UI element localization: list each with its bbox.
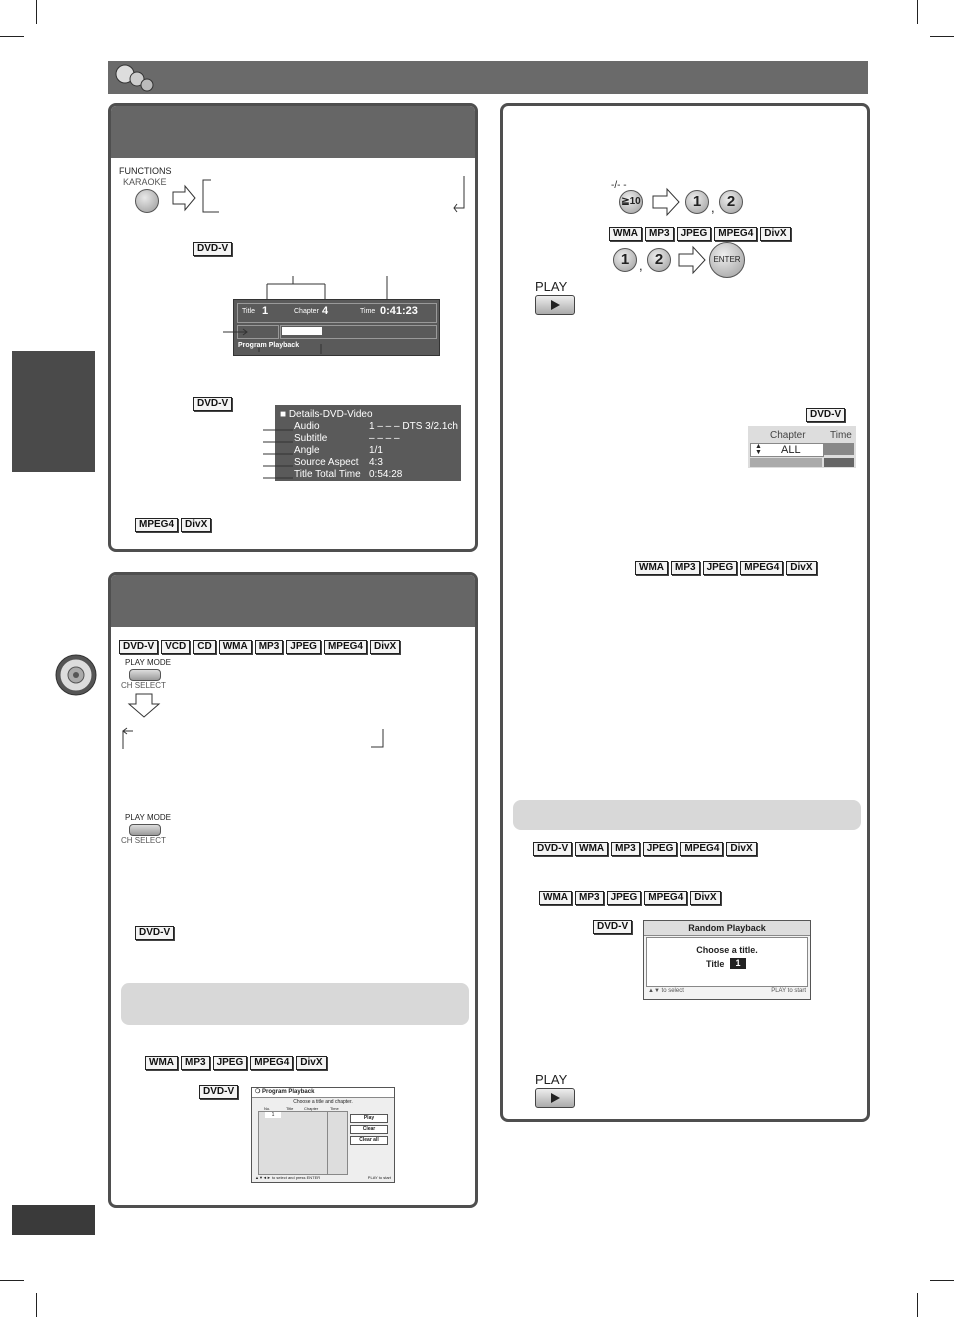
detail-value-total-time: 0:54:28 xyxy=(369,469,403,480)
crop-mark xyxy=(917,1293,918,1317)
number-1-button[interactable]: 1 xyxy=(613,248,637,272)
number-2-button[interactable]: 2 xyxy=(719,190,743,214)
format-tag-dvdv: DVD-V xyxy=(593,920,633,934)
detail-label-audio: Audio xyxy=(294,421,320,432)
crop-mark xyxy=(0,36,24,37)
crop-mark xyxy=(36,1293,37,1317)
page-number-tab xyxy=(12,1205,95,1235)
arrow-right-icon xyxy=(172,184,196,212)
cycle-bracket xyxy=(202,176,465,213)
format-tag-dvdv: DVD-V xyxy=(199,1085,239,1099)
detail-value-aspect: 4:3 xyxy=(369,457,383,468)
chapter-value-field[interactable]: ▲ ▼ ALL xyxy=(750,443,824,457)
ch-select-label: CH SELECT xyxy=(121,681,166,690)
program-clear-button[interactable]: Clear xyxy=(350,1125,388,1134)
functions-button[interactable] xyxy=(135,189,159,213)
format-tag-dvdv: DVD-V xyxy=(193,242,233,256)
crop-mark xyxy=(930,36,954,37)
crop-mark xyxy=(917,0,918,24)
ten-plus-button[interactable]: ≧10 xyxy=(619,190,643,214)
play-mode-label: PLAY MODE xyxy=(125,658,171,667)
osd-details: ■ Details-DVD-Video Audio Subtitle Angle… xyxy=(275,405,461,481)
play-mode-button[interactable] xyxy=(129,669,161,681)
cycle-bracket xyxy=(122,727,384,749)
arrow-right-icon xyxy=(652,187,680,217)
detail-value-audio: 1 – – – DTS 3/2.1ch xyxy=(369,421,458,432)
enter-button[interactable]: ENTER xyxy=(709,242,745,278)
play-button[interactable]: PLAY xyxy=(535,280,575,315)
bubbles-icon xyxy=(115,64,154,92)
detail-label-aspect: Source Aspect xyxy=(294,457,359,468)
program-list[interactable]: 1 xyxy=(258,1111,348,1175)
callout-lines xyxy=(263,429,293,479)
detail-label-subtitle: Subtitle xyxy=(294,433,328,444)
random-title-field[interactable]: 1 xyxy=(730,958,746,969)
detail-value-angle: 1/1 xyxy=(369,445,383,456)
format-tag-dvdv: DVD-V xyxy=(806,408,846,422)
program-play-button[interactable]: Play xyxy=(350,1114,388,1123)
program-clear-all-button[interactable]: Clear all xyxy=(350,1136,388,1145)
play-icon xyxy=(535,1088,575,1108)
format-tag-dvdv: DVD-V xyxy=(135,926,175,940)
play-mode-button[interactable] xyxy=(129,824,161,836)
detail-label-angle: Angle xyxy=(294,445,320,456)
crop-mark xyxy=(36,0,37,24)
play-mode-label: PLAY MODE xyxy=(125,813,171,822)
play-icon xyxy=(535,295,575,315)
panel-header xyxy=(111,106,475,158)
crop-mark xyxy=(0,1280,24,1281)
detail-label-total-time: Title Total Time xyxy=(294,469,361,480)
tenkey-label: -/- - xyxy=(611,180,627,191)
callout-lines xyxy=(223,328,322,354)
random-playback-screen: Random Playback Choose a title. Title 1 … xyxy=(643,920,811,1000)
karaoke-label: KARAOKE xyxy=(123,177,167,187)
functions-label: FUNCTIONS xyxy=(119,166,172,176)
random-section-header xyxy=(513,800,861,830)
disc-icon xyxy=(55,654,97,696)
panel-header xyxy=(111,575,475,627)
ch-select-label: CH SELECT xyxy=(121,836,166,845)
detail-value-subtitle: – – – – xyxy=(369,433,400,444)
side-tab xyxy=(12,351,95,472)
number-1-button[interactable]: 1 xyxy=(685,190,709,214)
arrow-right-icon xyxy=(678,245,706,275)
number-2-button[interactable]: 2 xyxy=(647,248,671,272)
crop-mark xyxy=(930,1280,954,1281)
page-header-bar xyxy=(108,61,868,94)
osd-status-bar: Title 1 Chapter 4 Time 0:41:23 Program P… xyxy=(233,299,440,356)
chapter-select-screen: Chapter Time ▲ ▼ ALL xyxy=(748,426,856,468)
arrow-down-icon xyxy=(127,693,161,718)
play-button[interactable]: PLAY xyxy=(535,1073,575,1108)
format-tag-dvdv: DVD-V xyxy=(193,397,233,411)
note-box xyxy=(121,983,469,1025)
program-playback-screen: ❍ Program Playback Choose a title and ch… xyxy=(251,1087,395,1183)
panel-display: FUNCTIONS KARAOKE DVD-V Title 1 Chapter … xyxy=(108,103,478,552)
